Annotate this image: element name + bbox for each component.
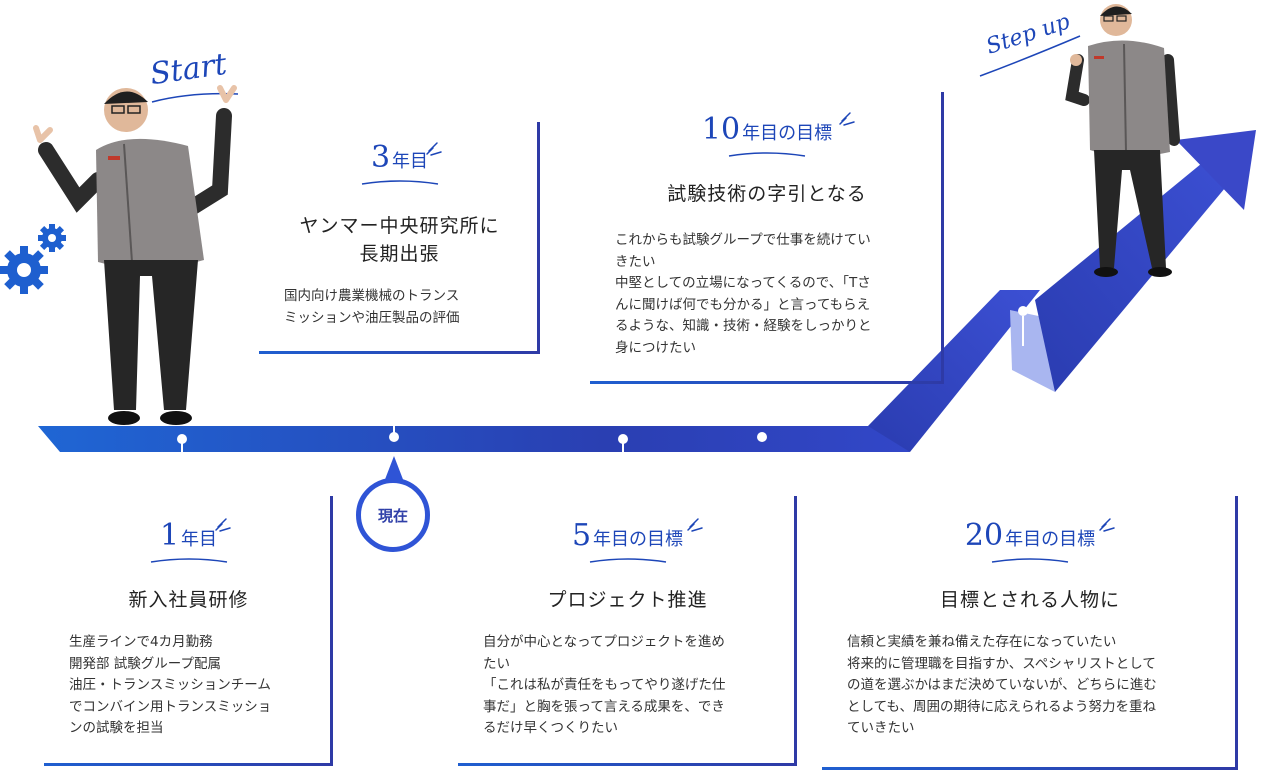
timeline-dot-10 (757, 432, 767, 442)
timeline-stem-20 (1022, 316, 1024, 346)
swoosh-underline (728, 152, 806, 157)
swoosh-underline (361, 180, 438, 185)
sparkle-icon (1099, 518, 1115, 532)
card-year-5-body: 自分が中心となってプロジェクトを進め たい 「これは私が責任をもってやり遂げた仕… (483, 634, 726, 736)
sparkle-icon (215, 518, 231, 532)
sparkle-icon (426, 142, 442, 156)
swoosh-underline (150, 558, 227, 563)
card-year-20-title: 目標とされる人物に (939, 589, 1120, 611)
now-marker-pointer (384, 456, 404, 482)
sparkle-icon (687, 518, 703, 532)
sparkle-icon (839, 112, 855, 126)
timeline-stem-1 (181, 442, 183, 452)
swoosh-underline (589, 558, 666, 563)
card-year-10-title: 試験技術の字引となる (667, 183, 867, 205)
gear-icon (0, 224, 66, 294)
card-year-20-body: 信頼と実績を兼ね備えた存在になっていたい 将来的に管理職を目指すか、スペシャリス… (847, 634, 1157, 736)
timeline-dot-3 (389, 432, 399, 442)
card-year-5-title: プロジェクト推進 (547, 589, 708, 611)
swoosh-underline (991, 558, 1069, 563)
person-photo-step-up (1065, 4, 1180, 277)
card-year-3-title: ヤンマー中央研究所に 長期出張 (299, 215, 500, 265)
timeline-dot-5 (618, 434, 628, 444)
timeline-dot-1 (177, 434, 187, 444)
timeline-stem-5 (622, 442, 624, 452)
person-photo-start (33, 85, 237, 425)
now-marker: 現在 (356, 478, 430, 552)
step-up-underline (979, 35, 1081, 77)
timeline-dot-20 (1018, 306, 1028, 316)
card-year-10-body: これからも試験グループで仕事を続けてい きたい 中堅としての立場になってくるので… (615, 232, 872, 356)
connector-3 (393, 350, 395, 434)
card-year-1-body: 生産ラインで4カ月勤務 開発部 試験グループ配属 油圧・トランスミッションチーム… (69, 634, 272, 736)
card-year-3-body: 国内向け農業機械のトランス ミッションや油圧製品の評価 (284, 288, 460, 326)
card-year-1-title: 新入社員研修 (128, 589, 249, 611)
now-label: 現在 (377, 506, 408, 525)
